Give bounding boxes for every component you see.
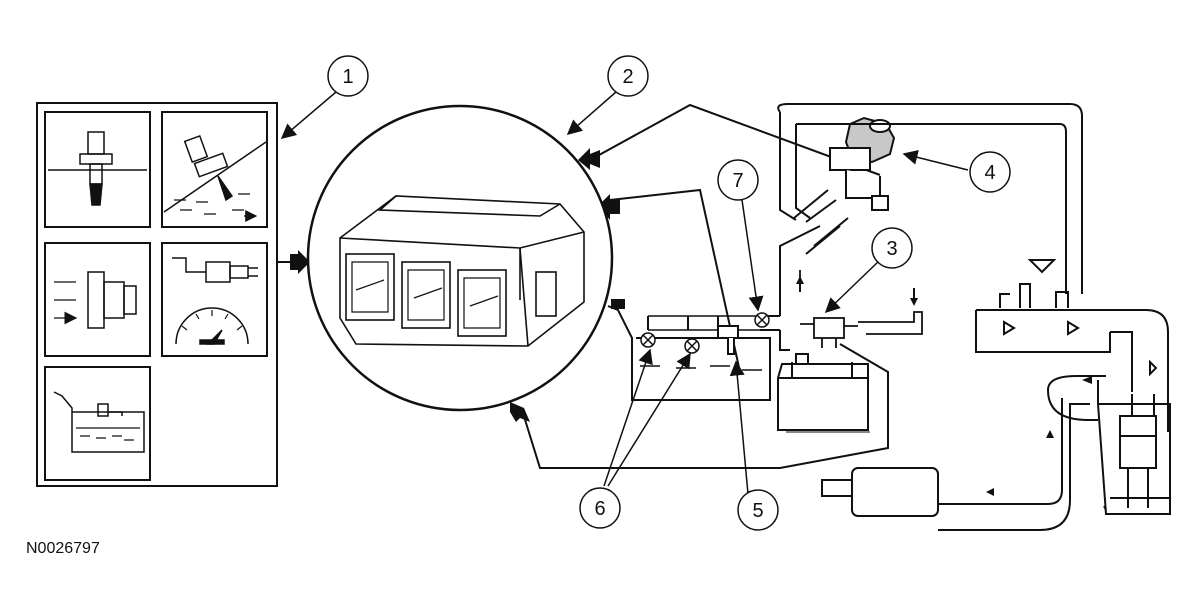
callout-6: 6 (579, 487, 621, 529)
exhaust-flow-arrows (986, 376, 1092, 496)
engine-cylinder (1096, 394, 1171, 515)
mass-air-flow-sensor-icon (54, 271, 137, 328)
callout-4-label: 4 (984, 162, 995, 184)
callout-5: 5 (737, 489, 779, 531)
purge-hoses (777, 103, 1083, 294)
sensor-inputs-panel (36, 102, 278, 487)
callout-7-label: 7 (732, 170, 743, 192)
callout-3: 3 (871, 227, 913, 269)
callout-3-label: 3 (886, 238, 897, 260)
callout-1: 1 (327, 55, 369, 97)
figure-id: N0026797 (26, 540, 100, 557)
callout-4: 4 (969, 151, 1011, 193)
temperature-sensor-icon (48, 131, 147, 206)
evap-canister (777, 353, 870, 433)
callout-5-label: 5 (752, 500, 763, 522)
powertrain-control-module (306, 104, 614, 412)
heavy-arrows (290, 148, 620, 422)
intake-manifold (975, 259, 1169, 432)
callout-6-label: 6 (594, 498, 605, 520)
callout-2: 2 (607, 55, 649, 97)
exhaust-system (821, 375, 1106, 531)
air-temp-sensor-icon (163, 134, 266, 216)
fuel-tank-pressure-sensor-icon (53, 391, 145, 453)
callout-7: 7 (717, 159, 759, 201)
callout-1-label: 1 (342, 66, 353, 88)
canister-vent-solenoid (799, 270, 923, 348)
callout-leaders (280, 91, 969, 495)
vehicle-speed-sensor-icon (172, 257, 258, 345)
signal-lines (277, 103, 889, 469)
callout-2-label: 2 (622, 66, 633, 88)
fuel-tank (607, 225, 821, 401)
purge-valve (829, 116, 896, 211)
flow-direction-arrows (796, 276, 918, 306)
tank-valves (640, 312, 770, 354)
